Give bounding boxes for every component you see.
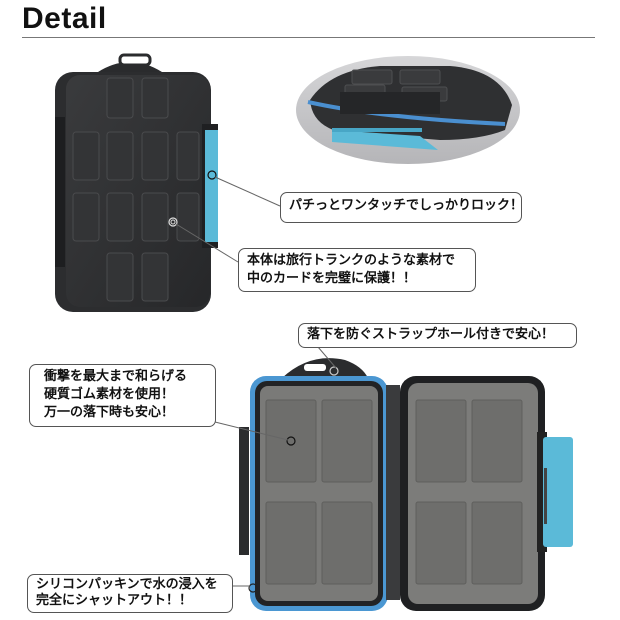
callout-strap-hole: 落下を防ぐストラップホール付きで安心！ [298,323,577,348]
callout-text-line2: 硬質ゴム素材を使用！ [44,387,175,402]
callout-text: 落下を防ぐストラップホール付きで安心！ [307,327,555,342]
callout-text-line1: 本体は旅行トランクのような素材で [247,253,456,268]
callout-text-line1: 衝撃を最大まで和らげる [44,369,188,384]
callout-silicone-seal: シリコンパッキンで水の浸入を 完全にシャットアウト！！ [27,574,233,613]
callout-text-line2: 中のカードを完璧に保護！！ [247,271,417,286]
closed-case-image [55,53,218,312]
latch-closeup-image [296,56,520,164]
title-divider [22,37,595,38]
callout-shock-absorbing: 衝撃を最大まで和らげる 硬質ゴム素材を使用！ 万一の落下時も安心！ [29,364,216,427]
callout-leader-lines [175,176,337,587]
callout-text-line3: 万一の落下時も安心！ [44,405,175,420]
callout-text-line1: シリコンパッキンで水の浸入を [36,577,218,592]
callout-trunk-material: 本体は旅行トランクのような素材で 中のカードを完璧に保護！！ [238,248,476,292]
page-title: Detail [22,2,107,35]
open-case-image [239,358,573,611]
callout-one-touch-lock: パチっとワンタッチでしっかりロック！ [280,192,524,223]
callout-text-line2: 完全にシャットアウト！！ [36,593,193,608]
callout-text: パチっとワンタッチでしっかりロック！ [289,198,524,213]
